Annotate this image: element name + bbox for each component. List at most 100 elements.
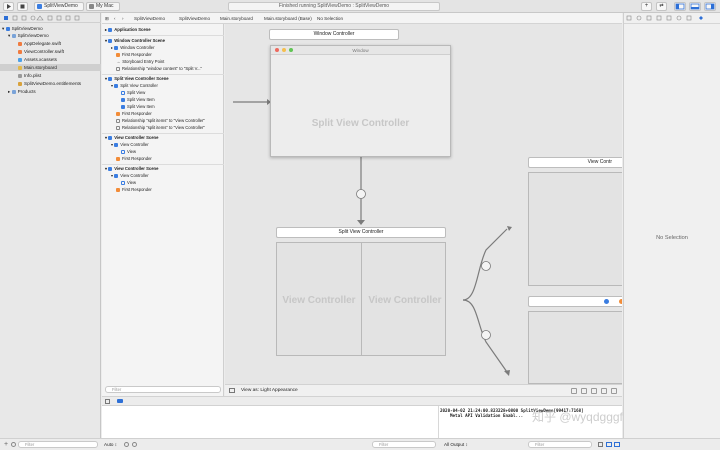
outline-label: Split View	[127, 90, 146, 95]
nav-item-label: SplitViewDemo	[11, 26, 43, 31]
right-split-icon[interactable]	[614, 442, 620, 447]
nav-item-project[interactable]: ▾ SplitViewDemo	[2, 25, 43, 32]
outline-item[interactable]: Relationship "split items" to "View Cont…	[116, 118, 205, 124]
folder-icon	[11, 89, 16, 94]
outline-item[interactable]: ▾ View Controller	[111, 173, 149, 178]
folder-icon	[11, 33, 16, 38]
toggle-navigator-button[interactable]	[674, 2, 686, 11]
trash-icon[interactable]	[598, 442, 603, 447]
code-review-button[interactable]: ⇄	[656, 2, 667, 11]
outline-item[interactable]: First Responder	[116, 52, 152, 58]
breadcrumb-selection[interactable]: No Selection	[317, 16, 344, 21]
breadcrumb-file-base[interactable]: Main.storyboard (Base)	[264, 16, 312, 21]
outline-filter[interactable]: Filter	[105, 386, 221, 393]
breadcrumb-project[interactable]: SplitViewDemo	[134, 16, 166, 21]
outline-item[interactable]: Relationship "window content" to "Split …	[116, 66, 202, 72]
align-icon[interactable]	[581, 388, 587, 394]
outline-item[interactable]: Split View	[121, 90, 145, 96]
nav-item-info-plist[interactable]: Info.plist	[18, 72, 41, 79]
console-area[interactable]: 2020-04-02 21:24:00.823228+0800 SplitVie…	[102, 406, 629, 438]
quick-look-icon[interactable]	[124, 442, 129, 447]
console-output-selector[interactable]: All Output ↕	[444, 442, 468, 447]
forward-arrow-icon[interactable]: ›	[122, 16, 124, 21]
stop-button[interactable]	[17, 2, 28, 11]
outline-item[interactable]: Split View Item	[121, 97, 155, 103]
outline-item[interactable]: First Responder	[116, 111, 152, 117]
scene-window-controller[interactable]: ▾ Window Controller Scene	[105, 38, 165, 43]
add-constraints-icon[interactable]	[591, 388, 597, 394]
outline-item[interactable]: First Responder	[116, 156, 152, 162]
library-button[interactable]: +	[641, 2, 652, 11]
update-frames-icon[interactable]	[571, 388, 577, 394]
scheme-selector[interactable]: SplitViewDemo	[34, 2, 84, 11]
console-filter[interactable]: Filter	[528, 441, 592, 448]
breadcrumb-group[interactable]: SplitViewDemo	[179, 16, 211, 21]
related-items-icon[interactable]: ⊞	[105, 16, 109, 21]
toggle-inspector-button[interactable]	[704, 2, 716, 11]
stop-icon	[20, 4, 25, 9]
view-controller-preview-bottom[interactable]	[528, 311, 622, 384]
console-line-1: 2020-04-02 21:24:00.823228+0800 SplitVie…	[440, 408, 584, 413]
nav-item-entitlements[interactable]: SplitViewDemo.entitlements	[18, 80, 81, 87]
outline-item[interactable]: First Responder	[116, 187, 152, 193]
divider	[624, 23, 720, 24]
nav-item-viewcontroller[interactable]: ViewController.swift	[18, 48, 64, 55]
scene-icon	[108, 76, 113, 81]
outline-item[interactable]: View	[121, 149, 136, 155]
variables-filter[interactable]: Filter	[372, 441, 436, 448]
window-controller-scene-title[interactable]: Window Controller	[269, 29, 399, 40]
left-split-icon[interactable]	[606, 442, 612, 447]
project-navigator: ▾ SplitViewDemo ▾ SplitViewDemo AppDeleg…	[0, 13, 101, 450]
view-controller-scene-bar[interactable]	[528, 296, 622, 307]
scene-title: View Controller Scene	[114, 166, 159, 171]
navigator-tab-icons	[4, 15, 80, 21]
nav-item-assets[interactable]: Assets.xcassets	[18, 56, 57, 63]
nav-item-label: SplitViewDemo.entitlements	[24, 81, 82, 86]
nav-item-appdelegate[interactable]: AppDelegate.swift	[18, 40, 61, 47]
scene-split-view-controller[interactable]: ▾ Split View Controller Scene	[105, 76, 169, 81]
outline-item[interactable]: ▸ Window Controller	[111, 45, 155, 50]
scene-icon	[108, 38, 113, 43]
nav-item-group[interactable]: ▾ SplitViewDemo	[8, 32, 49, 39]
outline-item[interactable]: ▾ View Controller	[111, 142, 149, 147]
add-file-icon[interactable]: +	[4, 441, 9, 448]
scene-view-controller-1[interactable]: ▾ View Controller Scene	[105, 135, 159, 140]
view-controller-preview-top[interactable]	[528, 172, 622, 286]
scene-view-controller-2[interactable]: ▾ View Controller Scene	[105, 166, 159, 171]
run-button[interactable]	[3, 2, 14, 11]
variables-scope-selector[interactable]: Auto ↕	[104, 442, 118, 447]
outline-item[interactable]: Relationship "split items" to "View Cont…	[116, 125, 205, 131]
left-panel-icon	[675, 3, 685, 10]
hide-debug-area-icon[interactable]	[105, 399, 110, 404]
resolve-issues-icon[interactable]	[601, 388, 607, 394]
inspector-tab-icons[interactable]	[624, 13, 720, 23]
breadcrumb-file[interactable]: Main.storyboard	[220, 16, 253, 21]
back-arrow-icon[interactable]: ‹	[114, 16, 116, 21]
nav-item-main-storyboard[interactable]: Main.storyboard	[0, 64, 101, 71]
outline-item[interactable]: ▾ Split View Controller	[111, 83, 158, 88]
split-view-scene-title[interactable]: Split View Controller	[276, 227, 446, 238]
scene-application[interactable]: ▸ Application Scene	[105, 27, 151, 32]
navigator-filter[interactable]: Filter	[18, 441, 98, 448]
window-preview[interactable]: Window Split View Controller	[270, 45, 451, 157]
toggle-debug-button[interactable]	[689, 2, 701, 11]
outline-item[interactable]: View	[121, 180, 136, 186]
outline-item[interactable]: Split View Item	[121, 104, 155, 110]
view-controller-scene-title[interactable]: View Contr	[528, 157, 622, 168]
outline-label: Relationship "split items" to "View Cont…	[122, 125, 205, 130]
print-description-icon[interactable]	[132, 442, 137, 447]
first-responder-icon	[116, 156, 120, 161]
destination-selector[interactable]: My Mac	[86, 2, 120, 11]
toolbar: SplitViewDemo My Mac Finished running Sp…	[0, 0, 720, 13]
recent-files-icon[interactable]	[11, 442, 16, 447]
nav-item-products[interactable]: ▸ Products	[8, 88, 36, 95]
outline-item[interactable]: →Storyboard Entry Point	[116, 59, 164, 65]
outline-label: View Controller	[120, 173, 149, 178]
storyboard-canvas[interactable]: Window Controller Window Split View Cont…	[225, 24, 622, 384]
split-view-preview[interactable]: View Controller View Controller	[276, 242, 446, 356]
view-as-label[interactable]: View as: Light Appearance	[241, 388, 298, 393]
toggle-outline-icon[interactable]	[229, 388, 235, 393]
embed-in-icon[interactable]	[611, 388, 617, 394]
variables-view[interactable]	[102, 406, 439, 438]
breakpoints-icon[interactable]	[117, 399, 123, 403]
